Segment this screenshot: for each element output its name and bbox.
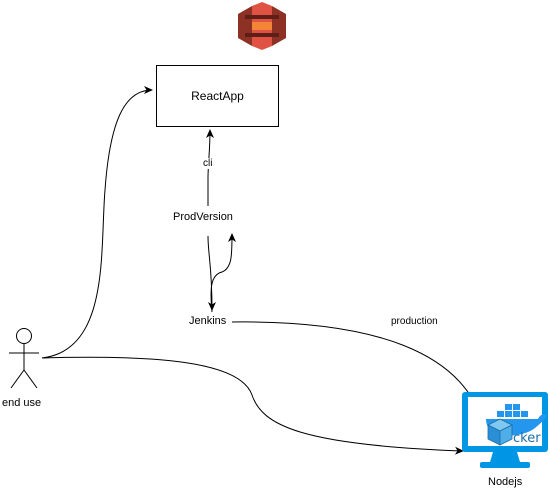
reactapp-node[interactable]: ReactApp: [156, 65, 279, 127]
edge-prodversion-to-jenkins: [207, 235, 216, 311]
prodversion-node[interactable]: ProdVersion: [172, 211, 234, 223]
edge-user-to-reactapp: [41, 86, 153, 359]
cli-edge-label: cli: [202, 158, 214, 169]
reactapp-label: ReactApp: [191, 89, 244, 103]
production-edge-label: production: [391, 316, 438, 327]
s3-icon: [238, 2, 286, 50]
end-user-label: end use: [2, 397, 42, 409]
edge-jenkins-to-prodversion: [210, 233, 236, 313]
edge-user-to-nodejs: [41, 356, 464, 455]
edge-jenkins-to-nodejs: [231, 321, 482, 441]
docker-monitor-icon: cker: [462, 392, 548, 468]
cube-icon: [487, 418, 513, 446]
actor-icon: [9, 328, 39, 389]
jenkins-node[interactable]: Jenkins: [188, 315, 228, 327]
nodejs-label: Nodejs: [488, 476, 523, 488]
docker-wordmark: cker: [513, 431, 541, 446]
